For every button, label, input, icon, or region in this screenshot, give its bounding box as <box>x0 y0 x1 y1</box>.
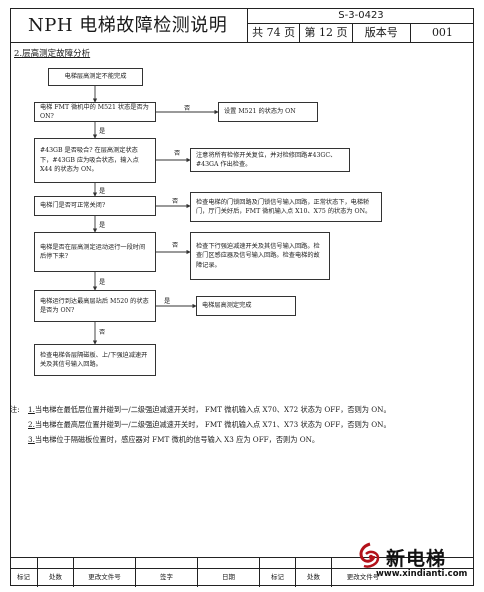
note-2-text: 当电梯在最高层位置并碰到一/二级强迫减速开关时， FMT 微机输入点 X71、X… <box>34 420 391 429</box>
flow-q1-yes: 是 <box>99 128 106 135</box>
note-3-number: 3. <box>28 435 35 444</box>
notes-prefix: 注: <box>10 405 20 414</box>
version-label: 版本号 <box>351 23 410 43</box>
total-pages: 共 74 页 <box>252 26 296 39</box>
flow-q3: 电梯门是否可正常关闭? <box>34 196 156 216</box>
footer-mark-1: 标记 <box>10 569 38 587</box>
flow-q5: 电梯运行到达最高层站后 M520 的状态是否为 ON? <box>34 290 156 322</box>
flow-end: 检查电梯各层隔磁板、上/下强迫减速开关及其信号输入回路。 <box>34 344 156 376</box>
footer-count-2: 处数 <box>296 569 332 587</box>
header-cells: 共 74 页 第 12 页 版本号 001 <box>248 23 474 43</box>
note-1-text: 当电梯在最低层位置并碰到一/二级强迫减速开关时， FMT 微机输入点 X70、X… <box>34 405 391 414</box>
footer-date: 日期 <box>198 569 260 587</box>
flow-q4: 电梯是否在层高测定运动运行一段时间后停下来? <box>34 232 156 272</box>
flow-q2-no: 否 <box>174 150 181 157</box>
flow-q3-no: 否 <box>172 198 179 205</box>
flow-q5-no: 否 <box>99 329 106 336</box>
footer-mark-2: 标记 <box>260 569 296 587</box>
flow-q1-no: 否 <box>184 105 191 112</box>
flow-q2: #43GB 是否吸合? 在层高测定状态下，#43GB 应为吸合状态，输入点 X4… <box>34 138 156 183</box>
flow-q4-no: 否 <box>172 242 179 249</box>
page-frame <box>10 8 474 586</box>
flow-q3-no-action: 检查电梯的门锁回路及门锁信号输入回路，正常状态下，电梯轿门，厅门关好后，FMT … <box>190 192 382 222</box>
section-title: 2.层高测定故障分析 <box>14 49 91 59</box>
flow-q2-yes: 是 <box>99 188 106 195</box>
revision-table-empty-row <box>10 557 474 569</box>
flow-q5-yes-action: 电梯层高测定完成 <box>196 296 296 316</box>
footer-count-1: 处数 <box>38 569 74 587</box>
header-info-grid: S-3-0423 共 74 页 第 12 页 版本号 001 <box>248 9 474 43</box>
version-number: 001 <box>409 23 474 43</box>
note-3: 3.当电梯位于隔磁板位置时，感应器对 FMT 微机的信号输入 X3 应为 OFF… <box>28 435 319 445</box>
note-1-number: 1. <box>28 405 35 414</box>
note-1: 1.当电梯在最低层位置并碰到一/二级强迫减速开关时， FMT 微机输入点 X70… <box>28 405 391 415</box>
document-title: NPH 电梯故障检测说明 <box>28 15 228 36</box>
flow-q5-yes: 是 <box>164 298 171 305</box>
brand-name: 新电梯 <box>386 548 447 570</box>
flow-q1: 电梯 FMT 微机中的 M521 状态是否为 ON? <box>34 102 156 122</box>
flow-q2-no-action: 注意将所有检修开关复位，并对检修回路#43GC、#43GA 作出检查。 <box>190 148 350 172</box>
flow-q1-no-action: 设置 M521 的状态为 ON <box>218 102 318 122</box>
note-2: 2.当电梯在最高层位置并碰到一/二级强迫减速开关时， FMT 微机输入点 X71… <box>28 420 391 430</box>
revision-table-header-row: 标记 处数 更改文件号 签字 日期 标记 处数 更改文件号 <box>10 568 474 587</box>
brand-mark-icon <box>359 542 380 568</box>
flow-start: 电梯层高测定不能完成 <box>48 68 143 86</box>
revision-table: 标记 处数 更改文件号 签字 日期 标记 处数 更改文件号 <box>10 557 474 587</box>
footer-change-doc-2: 更改文件号 <box>346 573 380 581</box>
flow-q3-yes: 是 <box>99 222 106 229</box>
note-3-text: 当电梯位于隔磁板位置时，感应器对 FMT 微机的信号输入 X3 应为 OFF，否… <box>34 435 320 444</box>
note-2-number: 2. <box>28 420 35 429</box>
brand-watermark-logo: 新电梯 www.xindianti.com <box>356 542 476 584</box>
header-divider <box>247 8 248 43</box>
brand-url: www.xindianti.com <box>376 569 468 579</box>
flow-q4-yes: 是 <box>99 279 106 286</box>
header-rule <box>10 42 474 43</box>
footer-change-doc-1: 更改文件号 <box>74 569 136 587</box>
footer-signature: 签字 <box>136 569 198 587</box>
flow-q4-no-action: 检查下行强迫减速开关及其信号输入回路。检查门区感应器及信号输入回路。检查电梯的故… <box>190 232 330 280</box>
document-number: S-3-0423 <box>248 9 474 24</box>
page-number: 第 12 页 <box>299 23 351 43</box>
